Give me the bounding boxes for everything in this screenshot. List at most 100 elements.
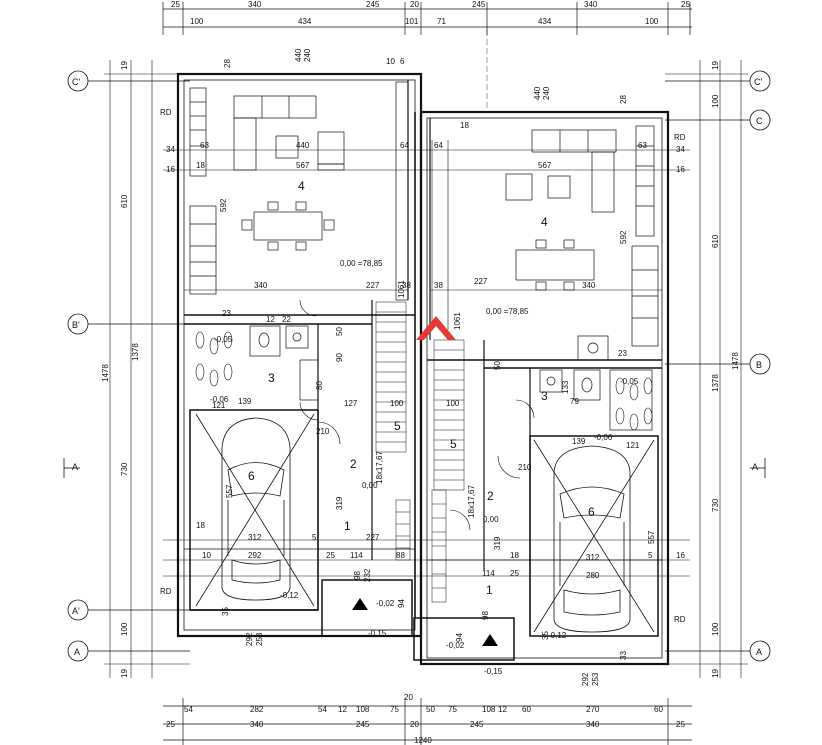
dim-text: 63 xyxy=(200,141,209,150)
dim-text: 240 xyxy=(303,48,312,62)
dim-text: 340 xyxy=(582,281,596,290)
dim-text: 6 xyxy=(400,57,405,66)
dim-text: 139 xyxy=(572,437,586,446)
dim-text: 19 xyxy=(120,61,129,70)
dim-text: 319 xyxy=(493,536,502,550)
dim-text: 100 xyxy=(190,17,204,26)
dim-text: 25 xyxy=(681,0,690,9)
bottom-dimension-row2: 25 340 245 20 245 340 25 xyxy=(166,720,685,729)
dim-text: 5 xyxy=(648,551,653,560)
level-text: -0,15 xyxy=(484,667,503,676)
room-level: 0,00 =78,85 xyxy=(486,307,529,316)
rd-label: RD xyxy=(674,133,686,142)
dim-text: 98 xyxy=(353,571,362,580)
dim-text: 19 xyxy=(711,669,720,678)
room-level: -0,12 xyxy=(280,591,299,600)
dim-text: 100 xyxy=(645,17,659,26)
dim-text: 28 xyxy=(619,95,628,104)
level-text: -0,02 xyxy=(446,641,465,650)
dim-text: 270 xyxy=(586,705,600,714)
dim-text: 38 xyxy=(402,281,411,290)
room-number: 6 xyxy=(248,469,255,483)
dim-text: 340 xyxy=(250,720,264,729)
dim-text: 54 xyxy=(184,705,193,714)
dim-text: 79 xyxy=(570,397,579,406)
dim-text: 139 xyxy=(238,397,252,406)
dim-text: 1478 xyxy=(101,364,110,382)
left-vertical-dims: 19 610 1478 1378 730 100 19 xyxy=(101,61,140,678)
dim-text: 440 xyxy=(296,141,310,150)
dim-text: 227 xyxy=(474,277,488,286)
dim-text: 12 xyxy=(498,705,507,714)
bikes-left xyxy=(195,331,233,387)
dim-text: 16 xyxy=(166,165,175,174)
entrance-bays xyxy=(321,579,515,661)
rd-label: RD xyxy=(160,587,172,596)
axis-label: C xyxy=(756,116,763,126)
dim-text: 227 xyxy=(366,281,380,290)
room-number: 4 xyxy=(298,179,305,193)
axis-label: A xyxy=(72,462,78,472)
level-text: -0,15 xyxy=(368,629,387,638)
section-line xyxy=(63,458,766,478)
level-labels: -0,06 -0,05 -0,06 -0,05 -0,02 -0,15 -0,0… xyxy=(210,335,639,676)
dim-text: 227 xyxy=(366,533,380,542)
dim-text: 232 xyxy=(363,568,372,582)
level-text: -0,05 xyxy=(620,377,639,386)
room-number: 5 xyxy=(450,437,457,451)
dim-text: 12 xyxy=(266,315,275,324)
dim-text: 114 xyxy=(482,569,495,578)
dim-text: 312 xyxy=(586,553,600,562)
dim-text: 19 xyxy=(711,61,720,70)
dim-text: 35 xyxy=(541,631,550,640)
top-dimension-lines xyxy=(162,2,692,35)
left-unit-walls xyxy=(176,72,423,638)
dim-text: 64 xyxy=(434,141,443,150)
dim-text: 280 xyxy=(586,571,600,580)
dim-text: 50 xyxy=(335,327,344,336)
axis-label: A xyxy=(756,647,762,657)
room-level: 0,00 xyxy=(362,481,378,490)
dim-text: 440 xyxy=(294,48,303,62)
dim-text: 434 xyxy=(298,17,312,26)
dim-text: 253 xyxy=(591,672,600,686)
room-number: 3 xyxy=(268,371,275,385)
stair-label: 18x17,67 xyxy=(467,485,476,518)
dim-text: 133 xyxy=(561,380,570,394)
dim-text: 101 xyxy=(405,17,419,26)
dim-text: 33 xyxy=(619,651,628,660)
room-number: 1 xyxy=(344,519,351,533)
level-text: -0,06 xyxy=(594,433,613,442)
dim-text: 592 xyxy=(619,230,628,244)
dim-text: 1378 xyxy=(131,343,140,361)
dim-text: 60 xyxy=(654,705,663,714)
dim-text: 108 xyxy=(356,705,370,714)
dim-text: 557 xyxy=(225,484,234,498)
axis-label: C' xyxy=(754,77,762,87)
dim-text: 240 xyxy=(542,86,551,100)
dim-text: 557 xyxy=(647,530,656,544)
rd-label: RD xyxy=(674,615,686,624)
dim-text: 22 xyxy=(282,315,291,324)
dim-text: 23 xyxy=(618,349,627,358)
room-level: 0,00 =78,85 xyxy=(340,259,383,268)
dim-text: 312 xyxy=(248,533,262,542)
dim-text: 210 xyxy=(316,427,330,436)
dim-text: 10 xyxy=(386,57,395,66)
dim-text: 23 xyxy=(222,309,231,318)
dim-text: 20 xyxy=(410,720,419,729)
level-text: -0,05 xyxy=(214,335,233,344)
dim-text: 127 xyxy=(344,399,358,408)
misc-dims-right: 440 240 28 18 64 567 63 592 227 340 1061… xyxy=(434,86,685,686)
dim-text: 18 xyxy=(196,521,205,530)
inner-dimension-lines xyxy=(163,149,690,577)
dim-text: 50 xyxy=(426,705,435,714)
dim-text: 567 xyxy=(538,161,552,170)
dim-text: 38 xyxy=(434,281,443,290)
dim-text: 730 xyxy=(120,462,129,476)
dim-text: 253 xyxy=(255,632,264,646)
dim-text: 19 xyxy=(120,669,129,678)
dim-text: 25 xyxy=(676,720,685,729)
top-dimension-row1: 25 340 245 20 245 340 25 xyxy=(171,0,690,9)
dim-text: 100 xyxy=(390,399,404,408)
